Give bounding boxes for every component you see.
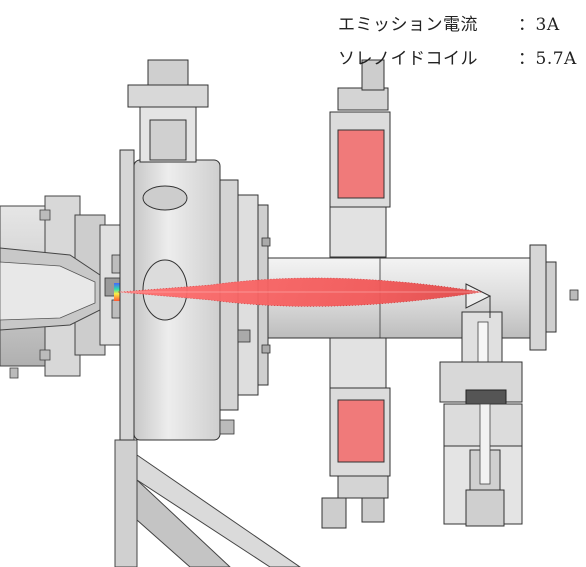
faraday-cup-assembly bbox=[439, 283, 523, 527]
support-stand bbox=[114, 439, 301, 567]
electron-beam bbox=[117, 277, 483, 307]
solenoid-coil-upper bbox=[329, 59, 391, 258]
solenoid-coil-lower bbox=[321, 337, 391, 529]
top-port bbox=[127, 59, 209, 163]
